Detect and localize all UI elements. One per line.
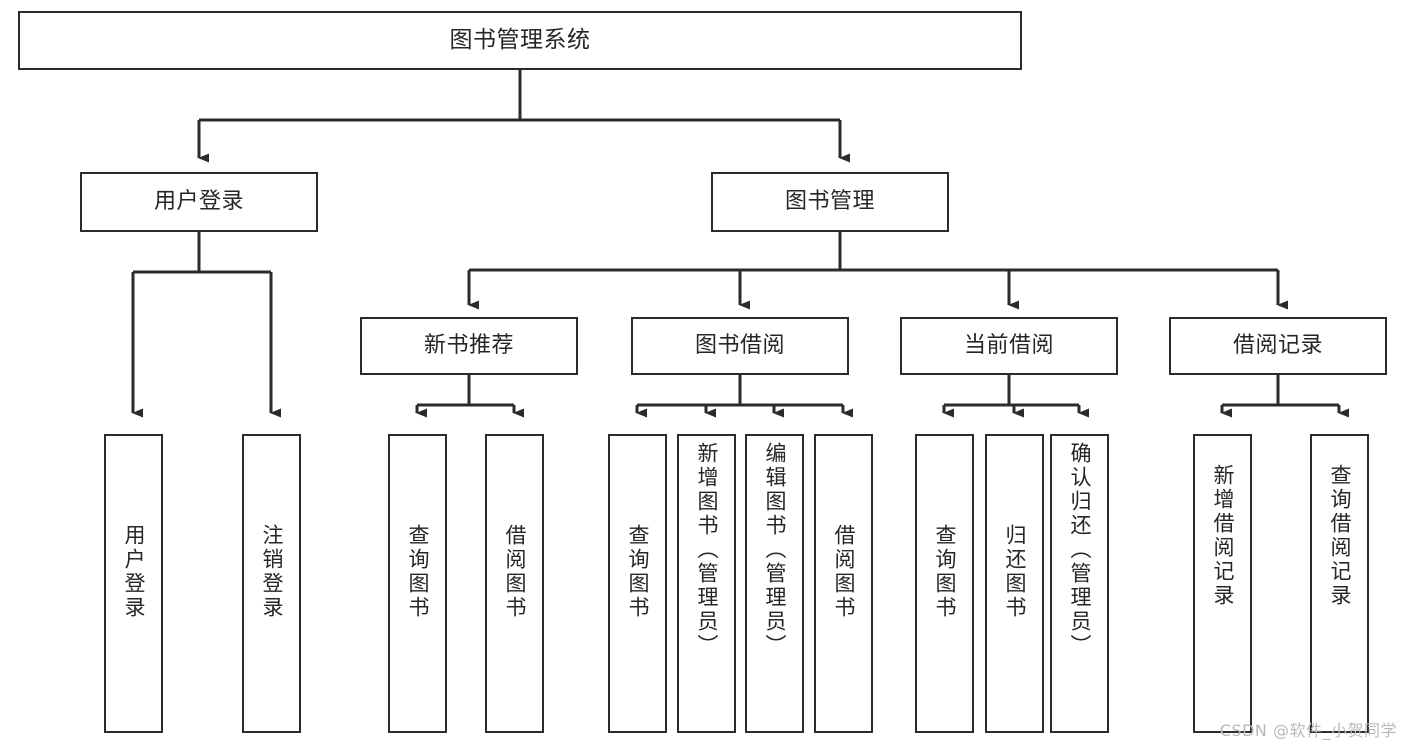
- leaf-record-add-borrow-record[interactable]: 新增借阅记录: [1193, 434, 1252, 733]
- leaf-borrow-query-books[interactable]: 查询图书: [608, 434, 667, 733]
- leaf-record-query-borrow-record[interactable]: 查询借阅记录: [1310, 434, 1369, 733]
- leaf-user-login-login[interactable]: 用户登录: [104, 434, 163, 733]
- node-label: 新增借阅记录: [1211, 464, 1235, 608]
- node-user-login[interactable]: 用户登录: [80, 172, 318, 232]
- leaf-new-book-query-books[interactable]: 查询图书: [388, 434, 447, 733]
- node-label: 归还图书: [1003, 524, 1027, 620]
- node-book-management[interactable]: 图书管理: [711, 172, 949, 232]
- node-new-book-recommendation[interactable]: 新书推荐: [360, 317, 578, 375]
- node-label: 新书推荐: [423, 333, 514, 359]
- node-label: 新增图书（管理员）: [695, 442, 719, 658]
- node-label: 图书管理: [784, 189, 875, 215]
- leaf-user-login-logout[interactable]: 注销登录: [242, 434, 301, 733]
- node-label: 编辑图书（管理员）: [763, 442, 787, 658]
- leaf-current-confirm-return-admin[interactable]: 确认归还（管理员）: [1050, 434, 1109, 733]
- csdn-watermark: CSDN @软件_小贺同学: [1219, 721, 1397, 740]
- node-label: 图书借阅: [694, 333, 785, 359]
- node-label: 查询图书: [406, 524, 430, 620]
- node-label: 借阅记录: [1232, 333, 1323, 359]
- node-book-borrowing[interactable]: 图书借阅: [631, 317, 849, 375]
- node-label: 借阅图书: [503, 524, 527, 620]
- node-label: 确认归还（管理员）: [1068, 442, 1092, 658]
- node-label: 当前借阅: [963, 333, 1054, 359]
- leaf-current-query-books[interactable]: 查询图书: [915, 434, 974, 733]
- node-label: 用户登录: [122, 524, 146, 620]
- node-label: 注销登录: [260, 524, 284, 620]
- leaf-new-book-borrow-books[interactable]: 借阅图书: [485, 434, 544, 733]
- leaf-borrow-edit-book-admin[interactable]: 编辑图书（管理员）: [745, 434, 804, 733]
- leaf-borrow-borrow-books[interactable]: 借阅图书: [814, 434, 873, 733]
- node-current-borrowing[interactable]: 当前借阅: [900, 317, 1118, 375]
- node-label: 查询图书: [933, 524, 957, 620]
- node-label: 用户登录: [153, 189, 244, 215]
- leaf-borrow-add-book-admin[interactable]: 新增图书（管理员）: [677, 434, 736, 733]
- node-borrowing-records[interactable]: 借阅记录: [1169, 317, 1387, 375]
- node-root-book-management-system[interactable]: 图书管理系统: [18, 11, 1022, 70]
- node-label: 查询图书: [626, 524, 650, 620]
- node-label: 查询借阅记录: [1328, 464, 1352, 608]
- leaf-current-return-books[interactable]: 归还图书: [985, 434, 1044, 733]
- node-label: 借阅图书: [832, 524, 856, 620]
- node-label: 图书管理系统: [449, 27, 591, 54]
